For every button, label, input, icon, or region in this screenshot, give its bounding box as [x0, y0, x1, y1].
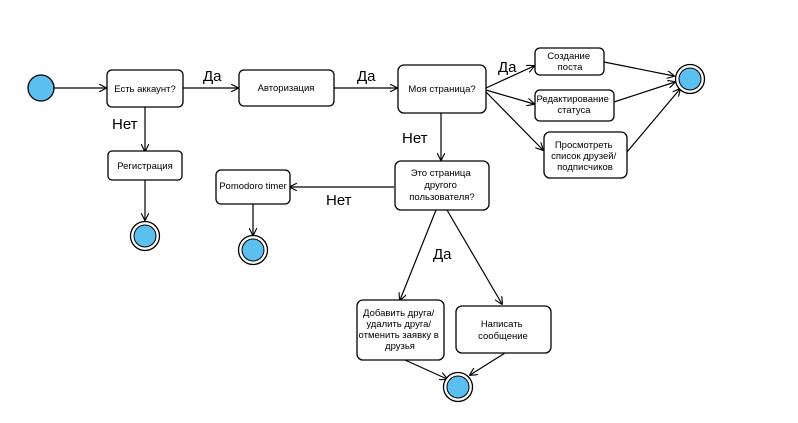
svg-text:Авторизация: Авторизация	[258, 83, 315, 94]
node-has-account: Есть аккаунт?	[106, 69, 184, 108]
edge-label-no-other-page: Нет	[326, 192, 352, 209]
edge-other-page-to-add-friend	[400, 209, 437, 300]
edge-labels: Да Да Да Нет Нет Нет Да	[112, 59, 517, 263]
edge-edit-status-to-end	[613, 82, 675, 103]
edge-view-friends-to-end	[626, 89, 680, 153]
svg-text:Регистрация: Регистрация	[117, 161, 173, 172]
svg-text:Pomodoro timer: Pomodoro timer	[219, 181, 287, 192]
node-view-friends: Просмотреть список друзей/ подписчиков	[543, 131, 628, 179]
edges	[54, 61, 680, 379]
node-label-line: подписчиков	[557, 162, 613, 173]
node-label-line: Редактирование	[536, 94, 608, 105]
end-node	[237, 234, 269, 266]
node-authorization: Авторизация	[238, 69, 335, 107]
svg-text:Моя страница?: Моя страница?	[408, 84, 475, 95]
node-label-line: список друзей/	[551, 151, 616, 162]
edge-send-message-to-end	[470, 352, 506, 375]
node-label-line: удалить друга/	[366, 319, 431, 330]
edge-label-yes-auth: Да	[357, 68, 376, 85]
node-other-user-page: Это страница другого пользователя?	[394, 160, 490, 211]
node-registration: Регистрация	[107, 150, 183, 181]
edge-add-friend-to-end	[404, 359, 447, 379]
svg-text:Написать сообщение: Написать сообщение	[478, 319, 528, 342]
node-send-message: Написать сообщение	[455, 305, 552, 354]
node-label-line: Это страница	[411, 168, 472, 179]
node-label-line: Авторизация	[258, 83, 315, 94]
node-label-line: Pomodoro timer	[219, 181, 287, 192]
node-label-line: Просмотреть	[555, 140, 613, 151]
edge-label-no-my-page: Нет	[402, 130, 428, 147]
start-node	[27, 74, 55, 102]
node-label-line: Добавить друга/	[363, 308, 435, 319]
end-node	[442, 371, 474, 403]
end-node	[674, 63, 706, 95]
node-add-friend: Добавить друга/ удалить друга/ отменить …	[356, 299, 445, 361]
node-pomodoro-timer: Pomodoro timer	[215, 169, 291, 205]
node-label-line: статуса	[557, 105, 591, 116]
node-label-line: поста	[558, 62, 583, 73]
edge-create-post-to-end	[603, 61, 674, 76]
node-my-page: Моя страница?	[397, 64, 487, 114]
node-label-line: Написать	[481, 319, 523, 330]
end-node	[129, 220, 161, 252]
svg-text:Есть аккаунт?: Есть аккаунт?	[114, 84, 176, 95]
node-label-line: друзья	[385, 341, 415, 352]
svg-text:Это страница другого: Это страница другого пользователя?	[409, 168, 474, 203]
node-create-post: Создание поста	[534, 47, 605, 76]
edge-other-page-to-send-message	[446, 209, 502, 304]
svg-text:Добавить друга/ удалить: Добавить друга/ удалить друга/ отменить …	[359, 308, 442, 352]
edge-label-yes-my-page: Да	[498, 59, 517, 76]
node-label-line: другого	[424, 180, 457, 191]
svg-text:Создание поста: Создание поста	[547, 51, 593, 73]
node-label-line: Регистрация	[117, 161, 173, 172]
edge-my-page-to-view-friends	[485, 91, 543, 150]
node-label-line: Моя страница?	[408, 84, 475, 95]
node-label-line: пользователя?	[409, 192, 474, 203]
edge-my-page-to-edit-status	[485, 89, 534, 104]
edge-label-yes-account: Да	[203, 68, 222, 85]
node-label-line: Создание	[547, 51, 590, 62]
node-label-line: Есть аккаунт?	[114, 84, 176, 95]
node-label-line: отменить заявку в	[359, 330, 439, 341]
edge-label-no-account: Нет	[112, 116, 138, 133]
svg-text:Редактирование статуса: Редактирование статуса	[536, 94, 611, 116]
node-edit-status: Редактирование статуса	[534, 89, 615, 122]
node-label-line: сообщение	[478, 331, 528, 342]
svg-text:Просмотреть список друзе: Просмотреть список друзей/ подписчиков	[551, 140, 619, 173]
edge-my-page-to-create-post	[485, 66, 534, 89]
edge-label-yes-other-page: Да	[433, 246, 452, 263]
